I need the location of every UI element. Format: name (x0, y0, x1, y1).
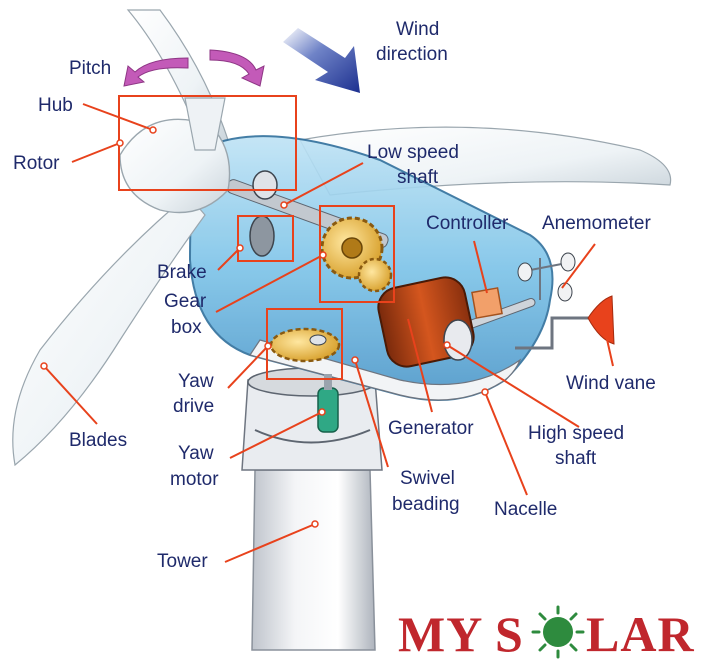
leader-line-swivel-beading (354, 359, 389, 468)
leader-line-yaw-drive (227, 345, 269, 389)
blade-lower-left (12, 194, 206, 467)
leader-line-rotor (71, 142, 121, 163)
label-tower: Tower (157, 551, 208, 572)
label-wind-direction-line1: Wind (396, 19, 439, 40)
generator-illustration (377, 276, 475, 368)
label-low-speed-shaft-line2: shaft (397, 167, 439, 188)
yaw-motor-illustration (317, 374, 339, 433)
leader-line-nacelle (484, 391, 528, 496)
label-yaw-motor-line2: motor (170, 469, 219, 490)
label-swivel-beading-line2: beading (392, 494, 460, 515)
gear-box-illustration (320, 216, 393, 293)
leader-line-gear-box (215, 254, 324, 313)
label-anemometer: Anemometer (542, 213, 651, 234)
label-hub: Hub (38, 95, 73, 116)
label-blades: Blades (69, 430, 127, 451)
leader-line-tower (224, 523, 316, 563)
leader-line-high-speed-shaft (446, 344, 580, 428)
label-pitch: Pitch (69, 58, 111, 79)
mysolar-logo: MY S LAR (398, 605, 695, 659)
label-wind-vane: Wind vane (566, 373, 656, 394)
label-yaw-drive-line2: drive (173, 396, 214, 417)
label-nacelle: Nacelle (494, 499, 557, 520)
yaw-drive-illustration (269, 327, 341, 363)
label-swivel-beading-line1: Swivel (400, 468, 455, 489)
wind-vane-illustration (515, 295, 615, 350)
leader-line-hub (82, 103, 154, 131)
logo-text-right: LAR (586, 606, 695, 659)
tower-illustration (241, 367, 383, 651)
leader-line-low-speed-shaft (283, 162, 364, 206)
pitch-arrow-icon (123, 49, 265, 87)
leader-line-brake (217, 247, 241, 271)
leader-line-yaw-motor (229, 411, 323, 459)
labels: Pitch Hub Rotor Wind direction Low speed… (13, 19, 656, 572)
logo-text-left: MY S (398, 606, 524, 659)
leader-dots (40, 126, 489, 528)
leader-line-generator (407, 318, 433, 413)
label-controller: Controller (426, 213, 509, 234)
label-low-speed-shaft-line1: Low speed (367, 142, 459, 163)
label-brake: Brake (157, 262, 207, 283)
label-wind-direction-line2: direction (376, 44, 448, 65)
leader-line-blades (43, 365, 98, 425)
wind-direction-arrow-icon (283, 28, 360, 93)
label-high-speed-shaft-line2: shaft (555, 448, 597, 469)
label-gear-box-line2: box (171, 317, 202, 338)
label-generator: Generator (388, 418, 474, 439)
leader-line-anemometer (561, 243, 596, 289)
leader-lines (43, 103, 614, 563)
label-rotor: Rotor (13, 153, 60, 174)
sun-icon (531, 605, 585, 659)
controller-illustration (471, 287, 503, 319)
label-yaw-motor-line1: Yaw (178, 443, 214, 464)
label-gear-box-line1: Gear (164, 291, 207, 312)
leader-line-controller (473, 240, 488, 294)
leader-line-wind-vane (603, 325, 614, 367)
label-high-speed-shaft-line1: High speed (528, 423, 624, 444)
highlight-box-brake (237, 215, 294, 262)
hub-illustration (119, 97, 231, 214)
label-yaw-drive-line1: Yaw (178, 371, 214, 392)
